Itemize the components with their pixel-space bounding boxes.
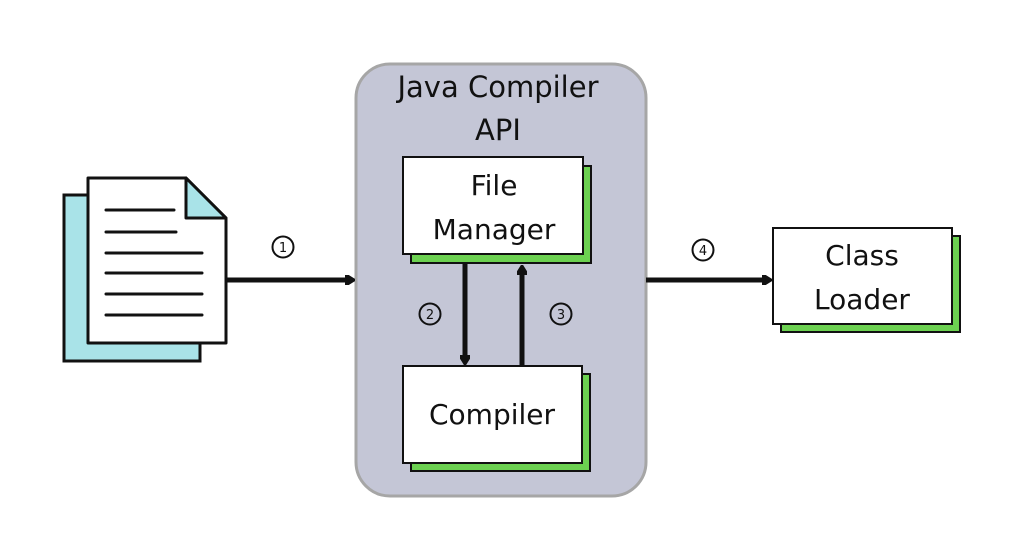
step-marker-2: 2 [418,302,442,326]
document-folded-corner [184,176,228,220]
compiler-face [402,365,583,464]
compiler-box: Compiler [402,365,591,472]
class-loader-label-line2: Loader [814,283,910,316]
compiler-label: Compiler [429,398,556,431]
file-manager-box: File Manager [402,156,592,264]
document-text-lines [104,208,204,317]
step-number: 1 [279,241,287,256]
step-marker-1: 1 [271,235,295,259]
container-title-line2: API [475,113,521,147]
file-manager-label-line1: File [471,169,518,202]
step-marker-3: 3 [549,302,573,326]
source-document-icon [62,176,228,363]
class-loader-box: Class Loader [772,227,961,333]
step-number: 4 [699,244,707,259]
step-marker-4: 4 [691,238,715,262]
class-loader-label-line1: Class [825,239,899,272]
container-title-line1: Java Compiler [395,70,598,104]
step-number: 3 [557,308,565,323]
file-manager-label-line2: Manager [433,213,556,246]
step-number: 2 [426,308,434,323]
class-loader-face [772,227,953,325]
file-manager-face [402,156,584,255]
